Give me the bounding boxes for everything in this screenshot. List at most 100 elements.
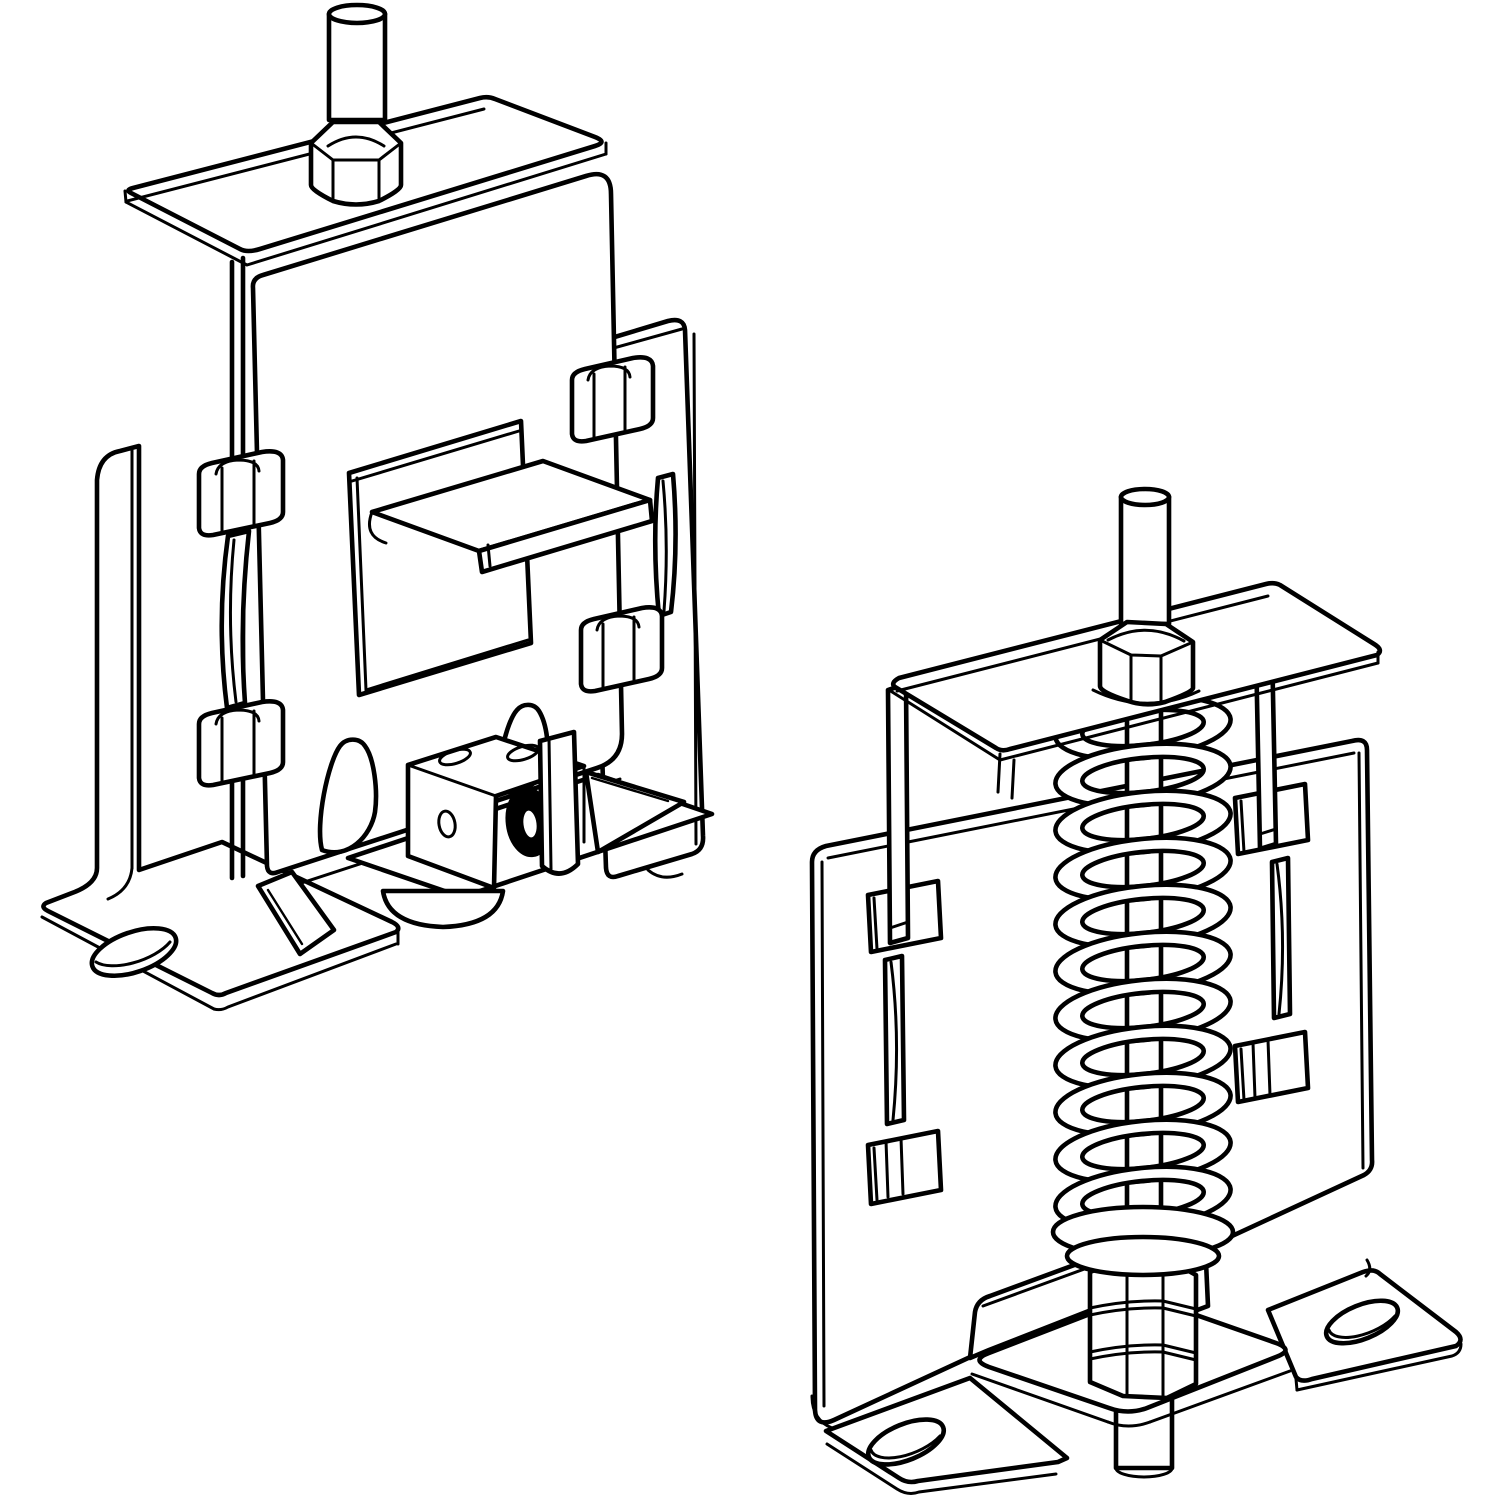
slot-left-upper-reveal <box>872 896 879 951</box>
cover-bottom-hardware <box>255 702 715 957</box>
foot-left-slot <box>866 1417 946 1467</box>
threaded-stud <box>326 11 388 123</box>
gusset <box>583 769 687 855</box>
slit-right <box>1269 855 1293 1021</box>
threaded-stud <box>1118 494 1172 627</box>
slot-right-upper-reveal <box>1239 799 1246 854</box>
slot-left-lower <box>865 1128 944 1207</box>
tab-shelf-lip-tick <box>486 543 492 568</box>
coupling-nut-seam-2a <box>1088 1343 1198 1355</box>
leaf-slit <box>219 528 252 711</box>
tab-shelf-lip <box>476 497 655 575</box>
spring-washers <box>1050 1204 1236 1278</box>
hanger-plate-back-thickness <box>895 594 1270 693</box>
left-stud-and-nut <box>308 2 404 207</box>
right-stud-and-nut <box>1091 486 1201 707</box>
foot-right-slot-depth <box>1327 1314 1397 1339</box>
foot-left-bend <box>810 1394 834 1430</box>
cover-panel <box>250 171 655 876</box>
hanger-tab-left-end <box>888 920 910 930</box>
foot-left-slot-depth <box>869 1434 942 1460</box>
yoke-strap-line <box>547 736 553 871</box>
stud-top-face <box>1118 486 1172 508</box>
coupling-nut-seam-1b <box>1088 1306 1198 1318</box>
hex-nut <box>308 119 404 207</box>
hanger-tab-left <box>885 681 911 946</box>
left-isolator-assembly <box>40 2 715 1012</box>
tab-shelf-curl <box>368 510 388 545</box>
retaining-clips <box>196 355 665 788</box>
panel-openings <box>865 781 1311 1207</box>
hanger-tabs <box>885 642 1279 946</box>
coupling-nut-seam-2b <box>1088 1350 1198 1362</box>
foot-right-tick <box>1294 1377 1299 1392</box>
washer-2 <box>1064 1234 1222 1278</box>
retaining-clip-left-upper <box>196 449 286 538</box>
hex-nut-chamfer-arc <box>326 135 386 148</box>
slot-right-upper <box>1232 781 1311 857</box>
left-angle-foot <box>40 443 401 1012</box>
foot-slot-hole <box>89 925 179 979</box>
load-plate-thickness-right <box>1148 1369 1292 1424</box>
slit-right-bow <box>1275 862 1285 1016</box>
wing-tab-1 <box>317 737 379 855</box>
coupling-nut-body <box>1087 1255 1199 1401</box>
slot-right-lower-reveal <box>1239 1047 1246 1102</box>
plate-tick-left <box>123 189 128 204</box>
block-front-right-edge <box>492 794 498 890</box>
grommet-bore <box>520 807 540 841</box>
threaded-rod <box>1124 701 1164 1231</box>
hex-nut <box>1097 619 1196 707</box>
slit-left <box>882 953 907 1127</box>
hanger-plate-flap-1 <box>996 752 1002 794</box>
block-top-front-edge <box>406 763 498 798</box>
spring-rod <box>1124 701 1164 1231</box>
foot-thickness-side <box>212 942 398 1012</box>
cutout-bottom-reveal <box>364 638 530 692</box>
block-hole-1 <box>438 747 472 767</box>
bracket-bend-line <box>106 866 134 901</box>
panel-left-inner <box>820 860 826 1408</box>
washer-half-disc <box>380 888 506 930</box>
foot-left-thickness <box>825 1442 1058 1495</box>
sliver-slit-inner <box>661 479 668 613</box>
coupling-nut <box>1087 1255 1199 1401</box>
right-assembly-feet <box>810 1258 1463 1495</box>
block-front-hole <box>437 809 457 839</box>
foot-right-slot <box>1323 1298 1401 1346</box>
hanger-plate-flap-2 <box>1010 758 1016 800</box>
plate-back-thickness <box>125 107 486 203</box>
stud-top-face <box>326 2 388 26</box>
cutout-top-reveal <box>350 429 521 483</box>
foot-slot-depth-line <box>94 940 172 968</box>
yoke-strap <box>537 729 581 876</box>
right-isolator-assembly <box>809 486 1463 1495</box>
retaining-clip-right-upper <box>569 355 656 444</box>
slot-right-lower <box>1232 1029 1311 1105</box>
slot-left-lower-reveal <box>872 1146 879 1202</box>
plate-front-thickness <box>124 152 608 267</box>
gusset-line <box>590 776 670 803</box>
load-plate-thickness-left <box>970 1372 1110 1424</box>
retaining-clip-left-lower <box>196 699 286 788</box>
back-panel-left-edge <box>219 255 252 881</box>
hex-nut-chamfer-arc <box>1106 628 1186 643</box>
slit-left-bow <box>889 960 899 1122</box>
retaining-clip-right-lower <box>578 605 665 694</box>
sliver-right-inner <box>692 332 698 846</box>
stub-bottom <box>1114 1466 1174 1479</box>
hex-nut-top-edges <box>309 141 403 162</box>
foot-right-bend <box>1364 1258 1372 1278</box>
panel-bottom-tab <box>255 869 337 957</box>
inspection-cutout <box>346 418 534 698</box>
leaf-slit-inner <box>228 538 238 704</box>
foot-right-thickness <box>1295 1342 1463 1392</box>
sliver-bottom-curl <box>646 868 684 879</box>
slot-left-upper <box>865 878 944 955</box>
coupling-nut-seam-1a <box>1088 1299 1198 1311</box>
hex-nut-top-edges <box>1098 638 1195 658</box>
panel-bottom-tab-line <box>266 888 304 946</box>
panel-right-inner <box>1357 751 1365 1170</box>
